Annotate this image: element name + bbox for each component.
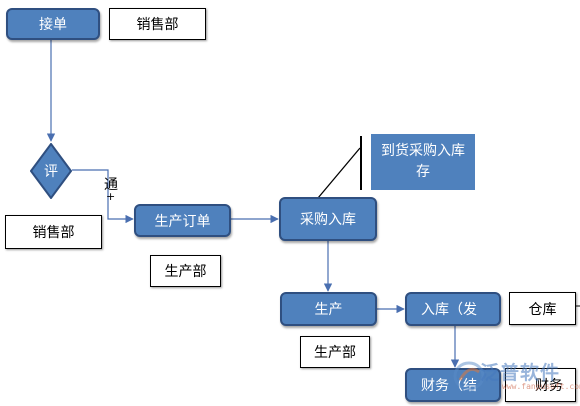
edge-label-pass: 通 + bbox=[104, 177, 118, 203]
connector-review-to-production-order bbox=[72, 169, 134, 224]
node-receive-order-label: 接单 bbox=[39, 17, 67, 33]
note-arrival-purchase-stock: 到货采购入库存 bbox=[371, 134, 475, 190]
node-stock-in-ship[interactable]: 入库（发 bbox=[405, 292, 501, 326]
edge-label-pass-text: 通 bbox=[104, 177, 118, 193]
node-production-order[interactable]: 生产订单 bbox=[134, 204, 231, 237]
node-production[interactable]: 生产 bbox=[280, 292, 377, 326]
label-warehouse: 仓库 bbox=[509, 292, 576, 325]
node-production-order-label: 生产订单 bbox=[154, 213, 211, 230]
node-production-label: 生产 bbox=[314, 302, 343, 318]
node-finance-settle[interactable]: 财务（结 bbox=[405, 368, 501, 402]
label-production-dept-1: 生产部 bbox=[150, 255, 221, 287]
edge-label-pass-mark: + bbox=[106, 190, 116, 203]
node-purchase-stock-in[interactable]: 采购入库 bbox=[279, 197, 377, 241]
node-review-label: 评 bbox=[44, 164, 58, 180]
label-sales-dept-left: 销售部 bbox=[5, 215, 102, 249]
decision-diamond-shape bbox=[29, 142, 73, 200]
label-sales-dept-top: 销售部 bbox=[109, 8, 206, 40]
node-receive-order[interactable]: 接单 bbox=[6, 8, 100, 40]
node-stock-in-ship-label: 入库（发 bbox=[421, 302, 477, 318]
node-review-decision[interactable]: 评 bbox=[29, 142, 73, 200]
node-finance-settle-label: 财务（结 bbox=[421, 378, 477, 394]
label-finance: 财务 bbox=[505, 368, 576, 402]
note-callout-line bbox=[317, 147, 361, 199]
label-production-dept-2: 生产部 bbox=[300, 336, 370, 368]
node-purchase-stock-in-label: 采购入库 bbox=[300, 212, 356, 228]
